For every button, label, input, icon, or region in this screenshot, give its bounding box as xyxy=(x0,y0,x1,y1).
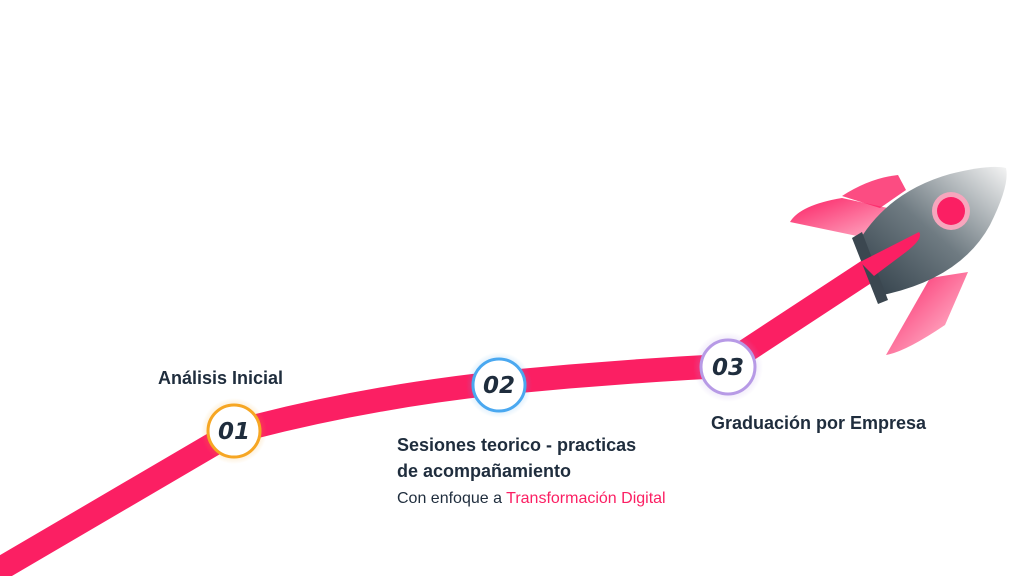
step-02-subtitle-highlight: Transformación Digital xyxy=(506,490,666,507)
step-02-subtitle: Con enfoque a Transformación Digital xyxy=(397,490,666,508)
step-number-02: 02 xyxy=(483,373,515,399)
step-03-title: Graduación por Empresa xyxy=(711,413,927,433)
step-marker-01: 01 xyxy=(201,398,267,464)
rocket-icon xyxy=(790,166,1007,355)
step-02-title-line1: Sesiones teorico - practicas xyxy=(397,435,637,455)
step-02-subtitle-prefix: Con enfoque a xyxy=(397,490,507,507)
step-01-title: Análisis Inicial xyxy=(158,368,284,388)
step-marker-02: 02 xyxy=(466,352,532,418)
step-02-title-line2: de acompañamiento xyxy=(397,461,572,481)
step-number-01: 01 xyxy=(218,419,250,445)
step-marker-03: 03 xyxy=(693,332,763,402)
step-number-03: 03 xyxy=(712,355,744,381)
